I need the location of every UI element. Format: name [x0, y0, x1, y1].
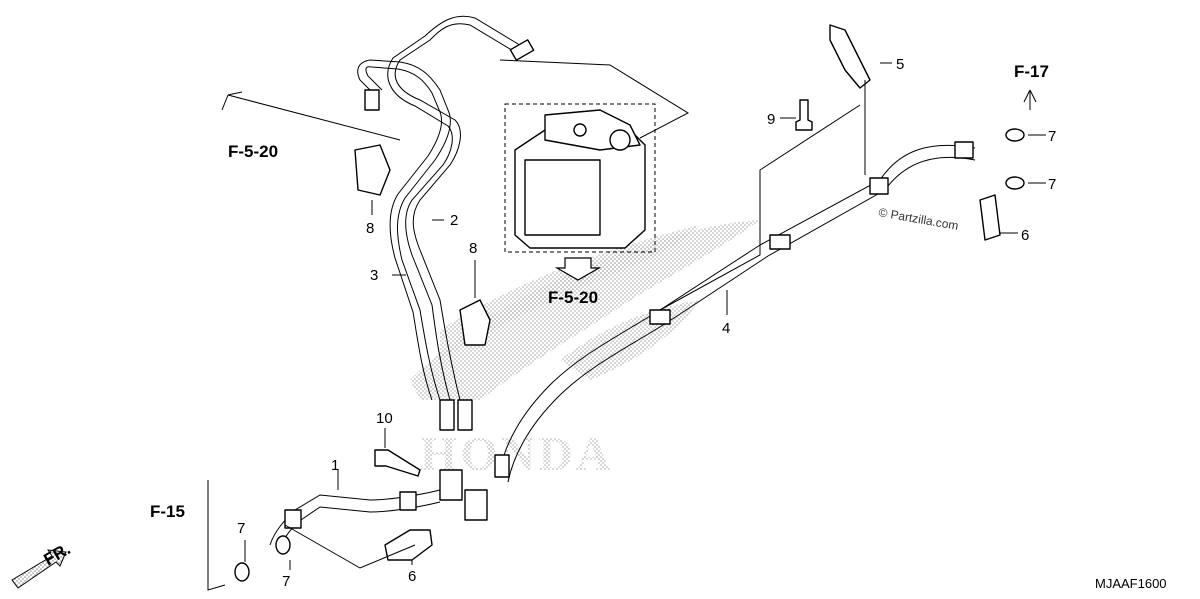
clamp-8-center: [459, 299, 491, 346]
watermark: © Partzilla.com: [877, 205, 959, 233]
banjo-bolt-6-right: [979, 194, 1001, 241]
bolt-9: [795, 99, 813, 131]
callout-10: 10: [376, 410, 393, 427]
bolt-10: [374, 449, 421, 477]
brake-pipe-2-3: [357, 15, 535, 431]
callout-2: 2: [450, 212, 458, 229]
joint-block-left: [439, 469, 463, 501]
callout-8-left: 8: [366, 220, 374, 237]
callout-8-center: 8: [469, 240, 477, 257]
joint-block-right: [464, 489, 488, 521]
callout-7-left-a: 7: [237, 520, 245, 537]
callout-6-left: 6: [408, 568, 416, 585]
washer-7-lower: [1005, 176, 1025, 190]
callout-4: 4: [722, 320, 730, 337]
ref-f-5-20-left[interactable]: F-5-20: [228, 142, 278, 161]
drawing-code: MJAAF1600: [1095, 576, 1167, 591]
callout-7-left-b: 7: [282, 573, 290, 590]
callout-7-upper: 7: [1048, 128, 1056, 145]
bracket-5: [829, 24, 871, 89]
clamp-8-left: [354, 144, 391, 196]
leader-lines: [207, 59, 1046, 591]
washer-7-left-b: [275, 535, 291, 555]
callout-6-right: 6: [1021, 227, 1029, 244]
callout-5: 5: [896, 56, 904, 73]
banjo-bolt-6-left: [384, 529, 433, 561]
washer-7-upper: [1005, 128, 1025, 142]
ref-f-17[interactable]: F-17: [1014, 62, 1049, 81]
washer-7-left-a: [234, 562, 250, 582]
callout-9: 9: [767, 111, 775, 128]
ref-f-15[interactable]: F-15: [150, 502, 185, 521]
callout-3: 3: [370, 267, 378, 284]
callout-7-lower: 7: [1048, 176, 1056, 193]
abs-modulator: [504, 103, 656, 253]
ref-f-5-20-center[interactable]: F-5-20: [548, 288, 598, 307]
brake-hose-4: [494, 141, 976, 483]
callout-1: 1: [331, 457, 339, 474]
down-arrow-icon: [554, 257, 602, 281]
front-arrow-icon: [11, 549, 67, 589]
